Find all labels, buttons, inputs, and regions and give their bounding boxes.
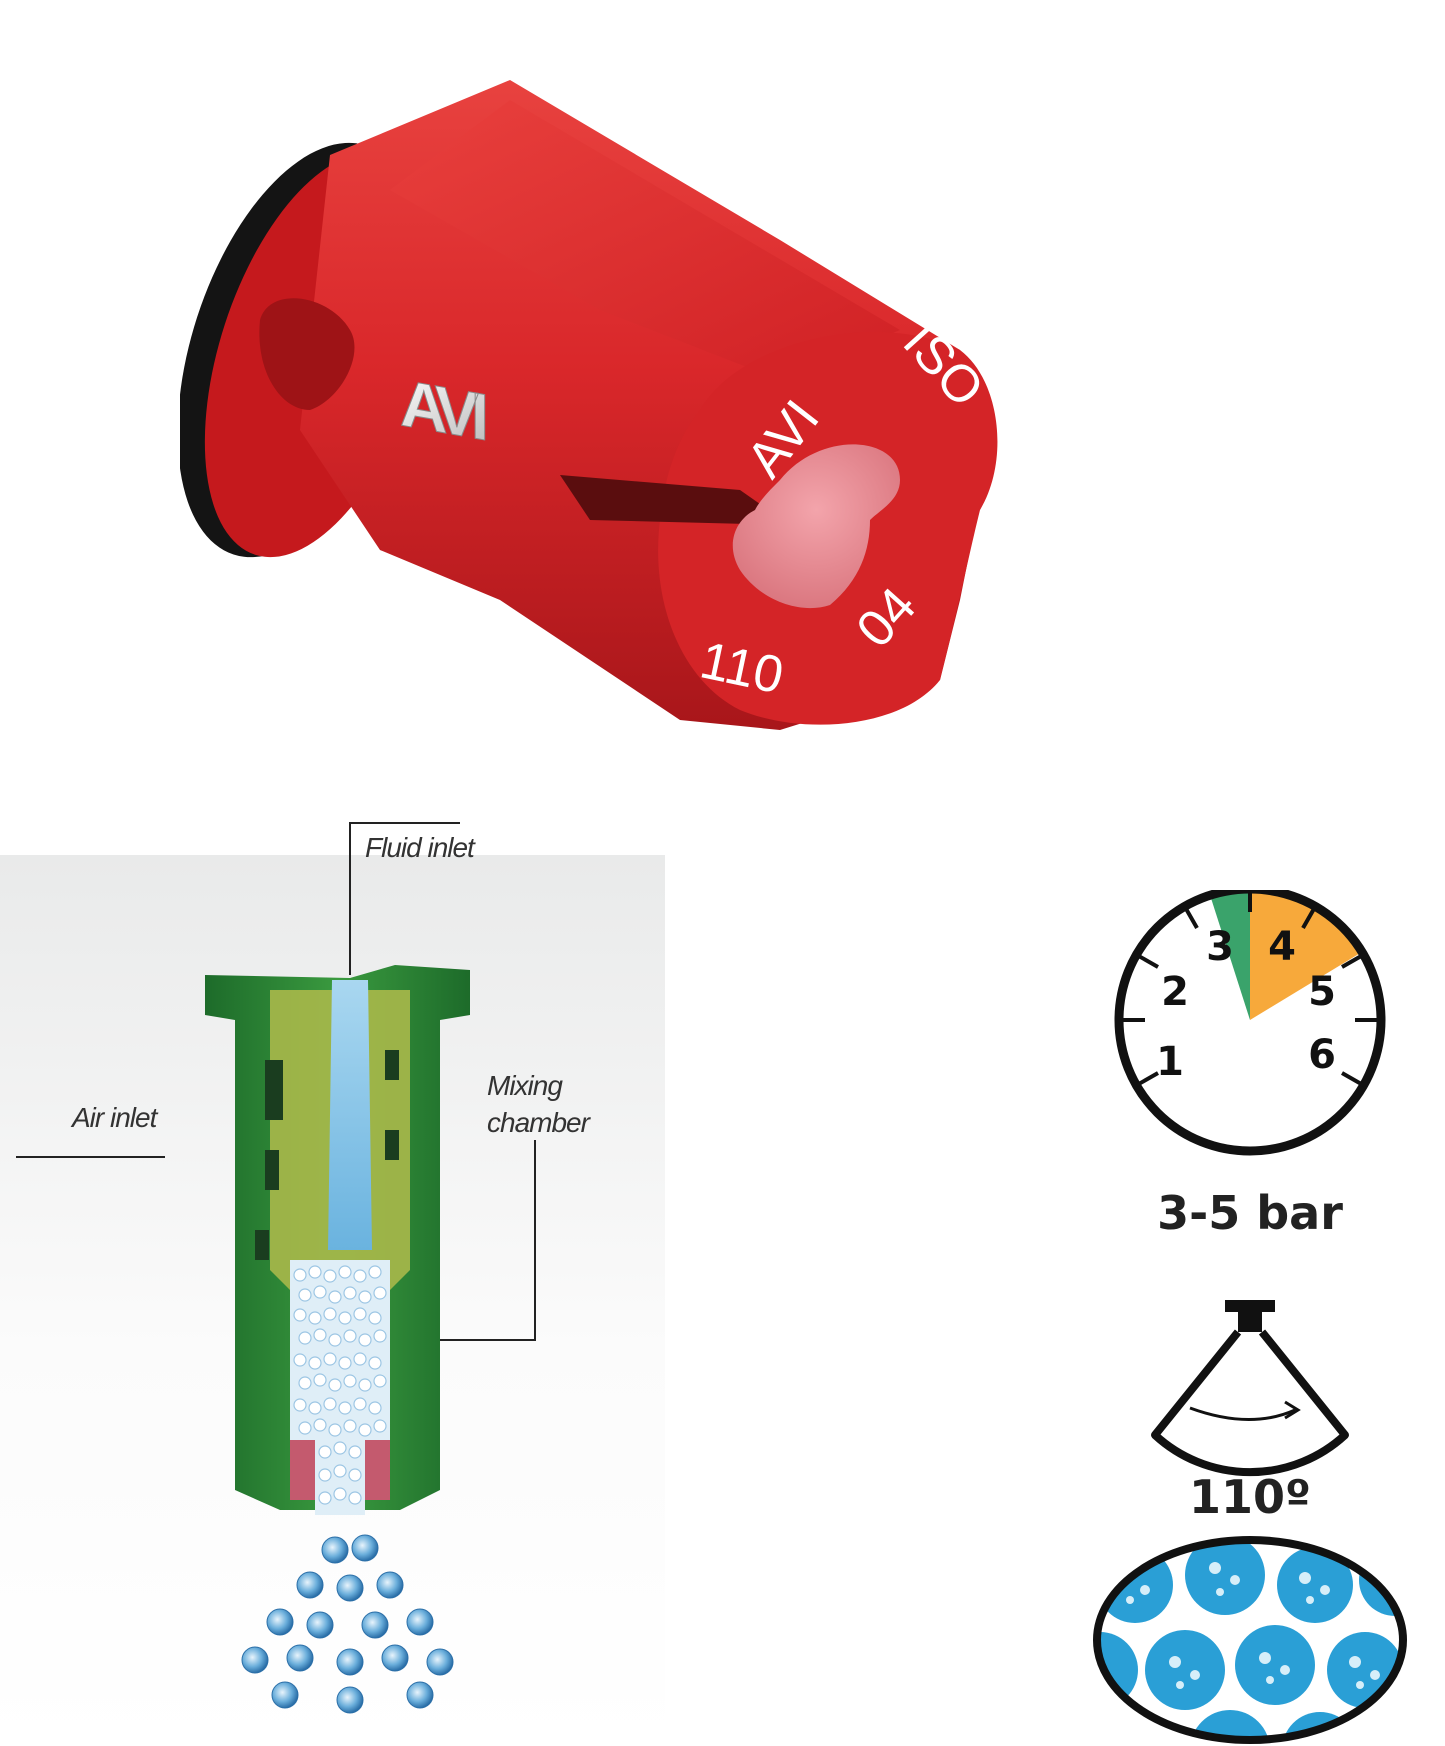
spec-icons: 1 2 3 4 5 6 xyxy=(1093,890,1407,1744)
body-notches xyxy=(255,1050,399,1260)
gauge-tick-1: 1 xyxy=(1156,1039,1184,1085)
pressure-gauge: 1 2 3 4 5 6 xyxy=(1114,890,1386,1156)
fluid-stream xyxy=(328,980,372,1250)
side-port-right xyxy=(365,1440,390,1500)
gauge-tick-4: 4 xyxy=(1268,924,1296,970)
nozzle-render: AVI AVI ISO 110 04 xyxy=(180,80,998,730)
nozzle-tip xyxy=(732,444,900,609)
side-port-left xyxy=(290,1440,315,1500)
nozzle-top-facet xyxy=(390,100,900,380)
nozzle-logo-text: AVI xyxy=(400,366,486,455)
label-mixing-chamber-line2: chamber xyxy=(487,1107,590,1138)
gauge-tick-6: 6 xyxy=(1308,1032,1336,1078)
gauge-orange-zone xyxy=(1250,890,1362,1020)
spray-droplets xyxy=(241,1534,454,1714)
gauge-tick-2: 2 xyxy=(1161,969,1189,1015)
spray-angle-icon xyxy=(1151,1300,1349,1477)
nozzle-air-hole xyxy=(259,298,355,410)
label-fluid-inlet: Fluid inlet xyxy=(365,832,475,863)
label-mixing-chamber-line1: Mixing xyxy=(487,1070,563,1101)
cutaway-diagram xyxy=(16,822,536,1714)
mixing-chamber xyxy=(290,1260,390,1515)
droplet-pattern-icon xyxy=(1093,1536,1407,1744)
nozzle-logo: AVI xyxy=(400,366,487,456)
gauge-ticks xyxy=(1119,890,1381,1087)
gauge-tick-3: 3 xyxy=(1206,924,1234,970)
droplet-pattern-outline xyxy=(1093,1536,1407,1744)
chamber-bubbles xyxy=(293,1265,387,1505)
gauge-tick-5: 5 xyxy=(1308,969,1336,1015)
spray-angle-label: 110º xyxy=(1189,1470,1311,1524)
nozzle-slot xyxy=(560,475,790,525)
gauge-green-zone xyxy=(1210,890,1250,1020)
pressure-range-label: 3-5 bar xyxy=(1157,1186,1343,1240)
label-air-inlet: Air inlet xyxy=(72,1102,157,1133)
fluid-inlet-leader xyxy=(349,822,460,975)
